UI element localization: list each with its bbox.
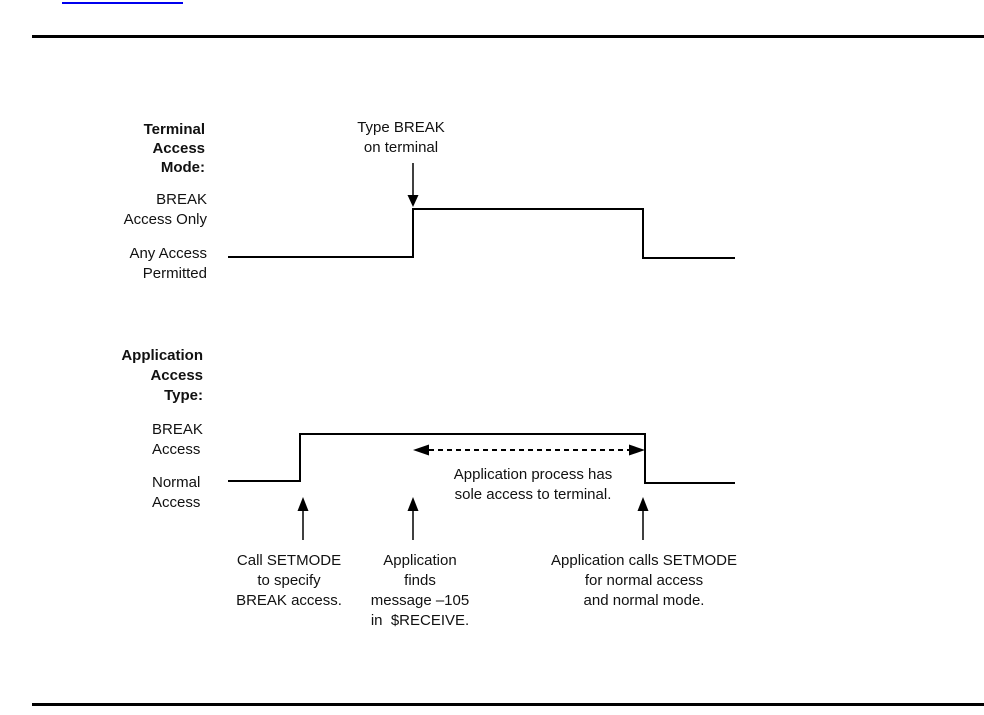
setmode-normal-arrow-head-icon — [637, 497, 649, 511]
application-low-state-label: Normal Access — [152, 474, 201, 511]
terminal-waveform-trace — [228, 208, 735, 259]
application-high-state-label: BREAK Access — [152, 421, 203, 458]
terminal-access-mode-title: Terminal Access Mode: — [143, 121, 205, 176]
call-setmode-arrow-head-icon — [297, 497, 309, 511]
terminal-high-state-label: BREAK Access Only — [123, 191, 207, 228]
top-rule — [32, 35, 984, 38]
setmode-normal-annotation: Application calls SETMODE for normal acc… — [551, 552, 737, 609]
sole-access-note: Application process has sole access to t… — [453, 466, 613, 503]
application-access-type-title: Application Access Type: — [121, 347, 203, 404]
receive-message-arrow-head-icon — [407, 497, 419, 511]
terminal-low-state-label: Any Access Permitted — [129, 245, 207, 282]
span-arrow-left-head-icon — [413, 444, 429, 456]
bottom-rule — [32, 703, 984, 706]
type-break-arrow-head-icon — [407, 195, 419, 207]
clipped-link-underline[interactable] — [62, 2, 183, 4]
receive-message-annotation: Application finds message –105 in $RECEI… — [370, 552, 470, 629]
type-break-event-label: Type BREAK on terminal — [357, 119, 445, 156]
call-setmode-annotation: Call SETMODE to specify BREAK access. — [236, 552, 342, 609]
span-arrow-right-head-icon — [629, 444, 645, 456]
application-waveform-trace — [228, 433, 735, 484]
